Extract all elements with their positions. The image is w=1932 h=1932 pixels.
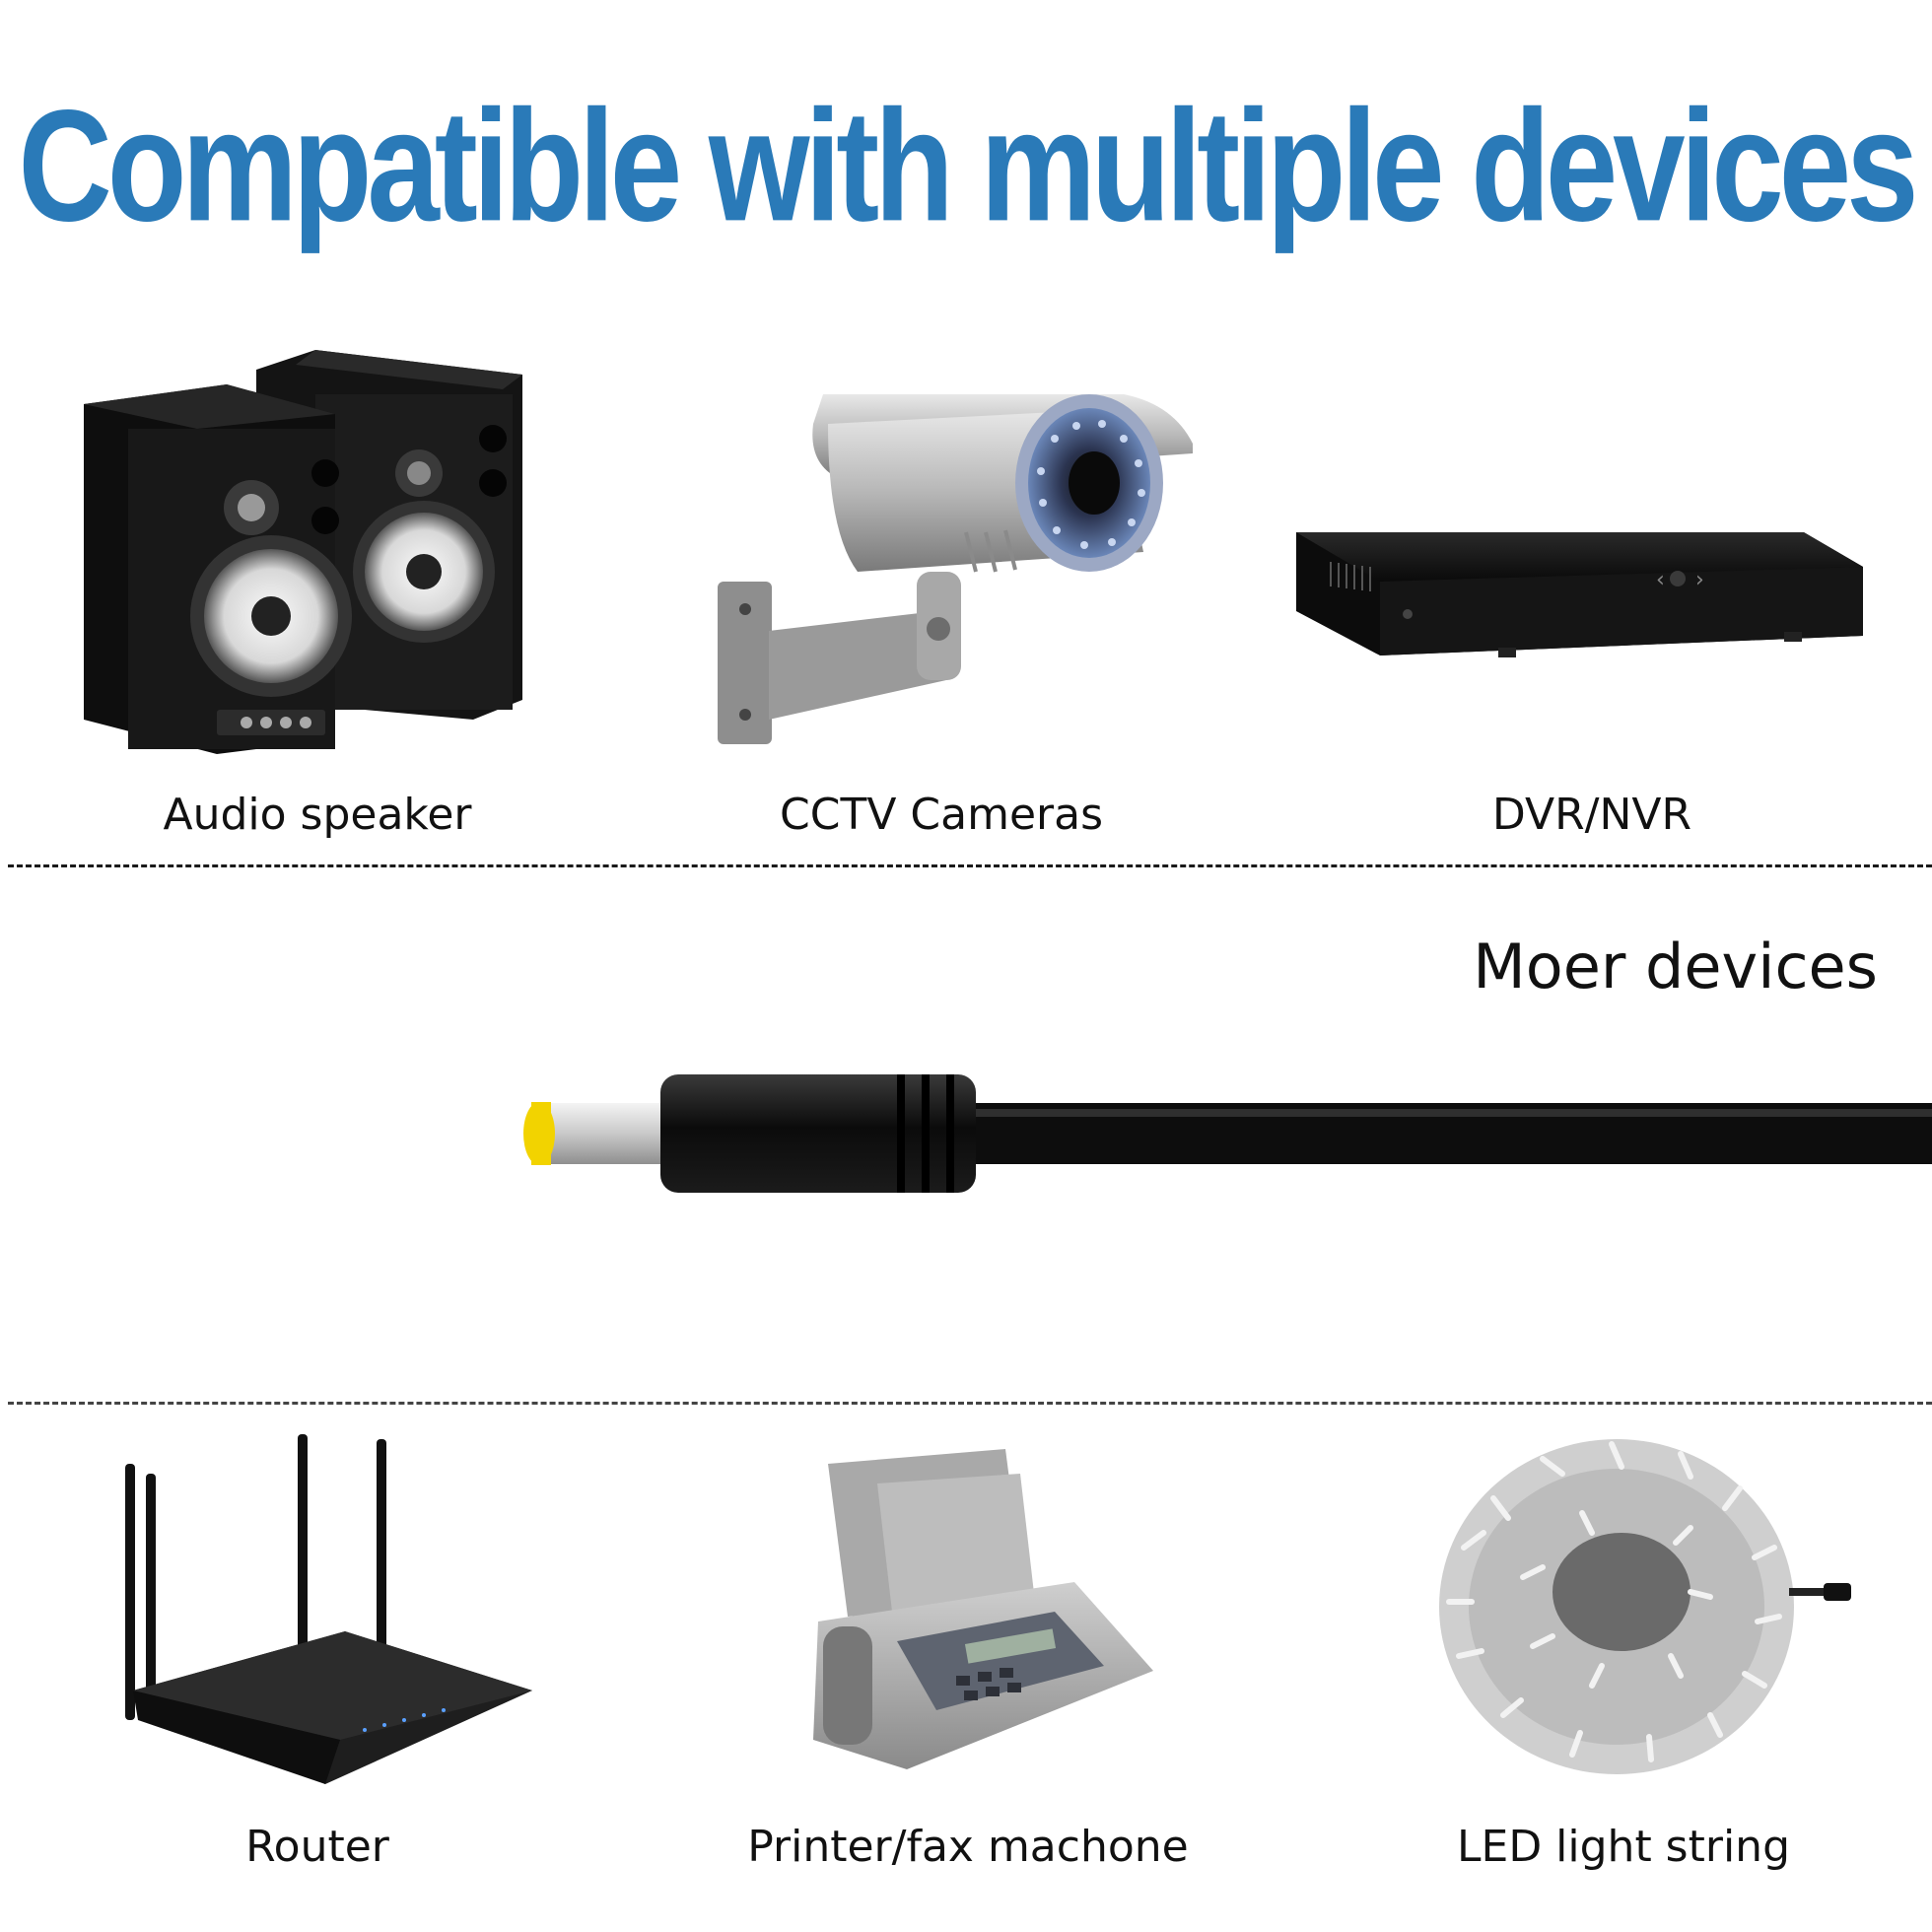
dc-plug-icon [523, 1074, 1932, 1193]
label-dvr-nvr: DVR/NVR [1491, 790, 1692, 840]
more-devices-label: Moer devices [1473, 931, 1878, 1002]
speaker-icon [84, 350, 522, 754]
router-icon [125, 1434, 532, 1784]
led-string-icon [1439, 1439, 1851, 1774]
divider-bottom [8, 1402, 1932, 1405]
svg-text:›: › [1695, 568, 1704, 592]
svg-text:‹: ‹ [1656, 568, 1665, 592]
page-title: Compatible with multiple devices [18, 77, 1918, 254]
divider-top [8, 864, 1932, 867]
label-printer-fax: Printer/fax machone [747, 1822, 1189, 1872]
dvr-icon: ‹ › [1296, 532, 1863, 657]
label-audio-speaker: Audio speaker [163, 790, 472, 840]
label-cctv-cameras: CCTV Cameras [779, 790, 1104, 840]
label-led-light-string: LED light string [1457, 1822, 1790, 1872]
cctv-camera-icon [718, 394, 1193, 744]
label-router: Router [245, 1822, 389, 1872]
fax-machine-icon [813, 1449, 1153, 1769]
